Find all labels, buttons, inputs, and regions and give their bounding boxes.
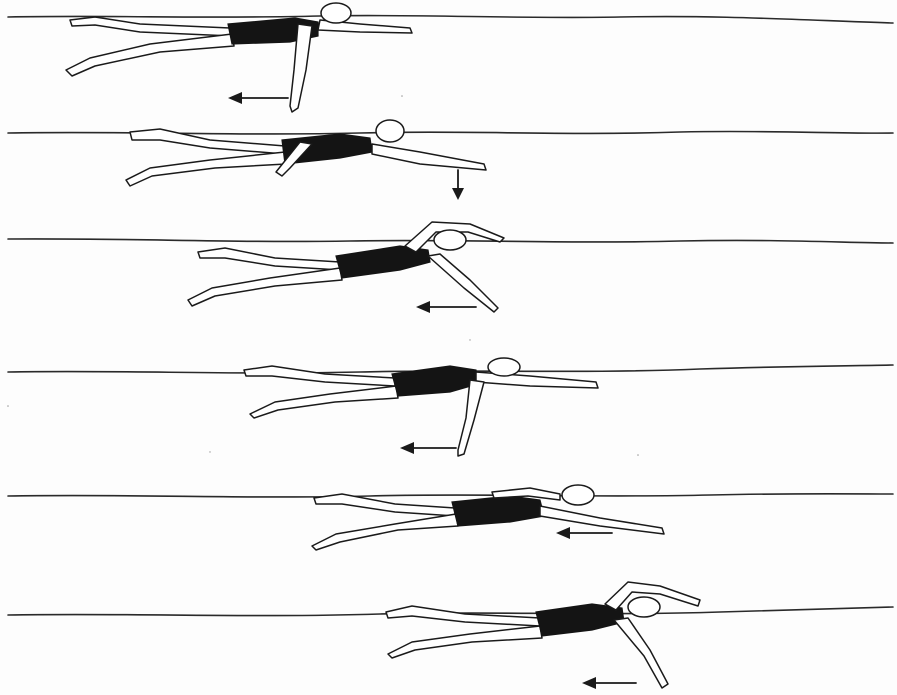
arrow-3 (416, 301, 476, 313)
frame-3 (8, 222, 893, 313)
swimmer-3 (188, 222, 504, 312)
swimmer-2 (126, 120, 486, 186)
water-line-5 (8, 494, 893, 497)
frame-4 (8, 358, 893, 456)
arrow-1 (228, 92, 288, 104)
frame-5 (8, 485, 893, 550)
swimmer-4 (244, 358, 598, 456)
swimmer-6 (386, 582, 700, 688)
arrow-5 (556, 527, 612, 539)
water-line-1 (8, 16, 893, 23)
arrow-4 (400, 442, 456, 454)
arrow-6 (582, 677, 636, 689)
arrow-2 (452, 170, 464, 200)
frame-6 (8, 582, 893, 689)
frame-1 (8, 3, 893, 112)
frame-2 (8, 120, 893, 200)
